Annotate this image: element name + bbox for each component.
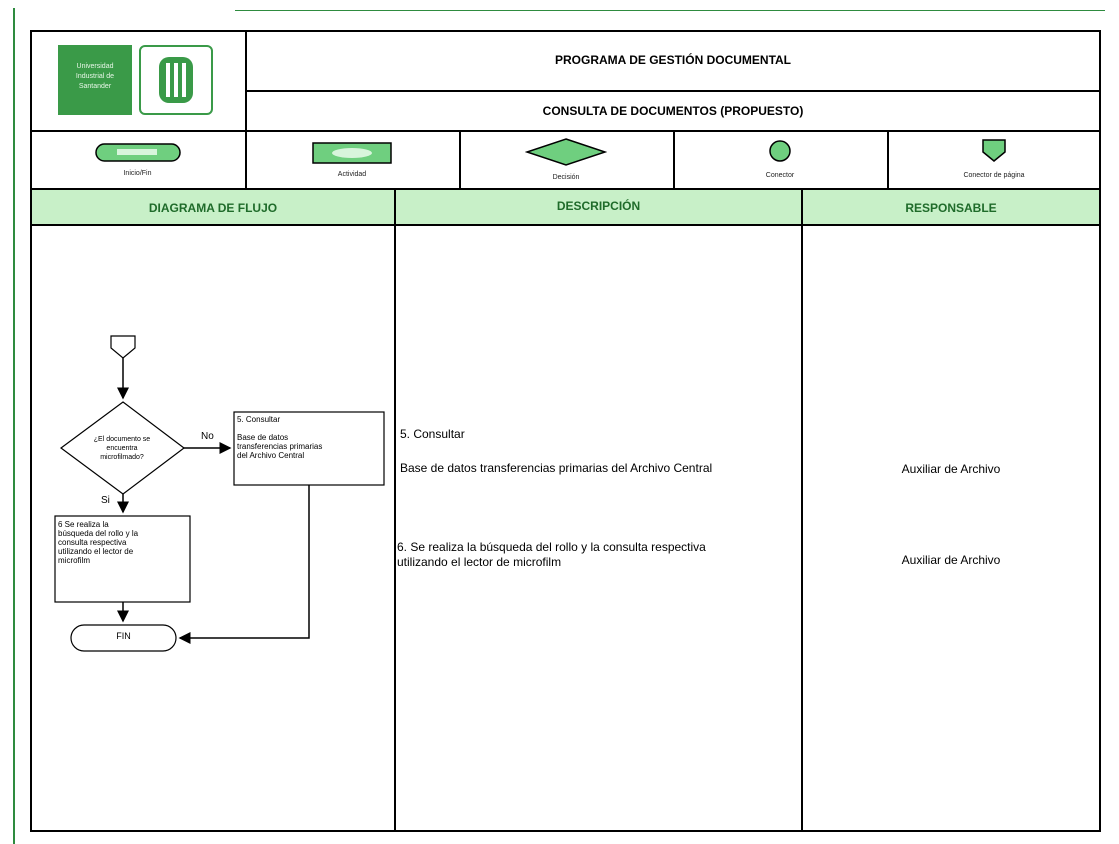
logo-text-2: Industrial de [75,73,115,80]
no-label: No [201,431,214,442]
activity-5-line-5: del Archivo Central [237,451,305,460]
legend-label-page-connector: Conector de página [963,172,1025,179]
decision-line-2: encuentra [106,445,138,452]
uis-monogram-icon [159,57,193,103]
column-header-responsible: RESPONSABLE [905,201,997,215]
end-label: FIN [116,631,131,641]
column-header-band [32,190,1099,224]
column-header-flow: DIAGRAMA DE FLUJO [148,201,278,215]
activity-5-line-3: Base de datos [237,433,289,442]
decision-line-1: ¿El documento se [93,436,151,443]
flowchart-canvas [54,335,385,652]
terminator-shape-icon [95,143,181,162]
page-title: PROGRAMA DE GESTIÓN DOCUMENTAL [555,53,791,67]
activity-5-line-4: transferencias primarias [237,442,323,451]
header-divider [245,90,1101,92]
legend-bottom [30,188,1101,190]
logo-text-box: Universidad Industrial de Santander [58,45,132,115]
university-logo: Universidad Industrial de Santander [58,45,214,115]
legend-connector: Conector [673,130,887,188]
legend-decision: Decisión [459,130,673,188]
header-bottom [30,130,1101,132]
column-header-bottom [30,224,1101,226]
flow-activity-5 [233,411,385,486]
connector-shape-icon [769,140,791,162]
legend-div-2 [459,130,461,189]
decision-shape-icon [525,138,607,166]
legend-label-start-end: Inicio/Fin [123,170,152,177]
flow-activity-6 [54,515,191,603]
activity-shape-icon [312,142,392,164]
legend-div-4 [887,130,889,189]
activity-6-line-3: consulta respectiva [58,538,127,547]
column-divider-2 [801,188,803,832]
logo-text-3: Santander [78,83,112,90]
activity-5-line-1: 5. Consultar [237,415,281,424]
column-header-description: DESCRIPCIÓN [556,199,641,213]
page-top-rule [235,10,1105,11]
description-step5-text: Base de datos transferencias primarias d… [400,461,713,475]
legend-activity: Actividad [245,130,459,188]
decision-line-3: microfilmado? [100,454,144,461]
page-connector-shape-icon [982,139,1006,162]
yes-label: Si [101,495,110,506]
page-left-border [13,8,15,844]
activity-6-line-5: microfilm [58,556,90,565]
page-subtitle: CONSULTA DE DOCUMENTOS (PROPUESTO) [542,104,804,118]
activity-5-line-2 [237,424,383,433]
legend-label-connector: Conector [765,172,795,179]
activity-5-text: 5. Consultar Base de datos transferencia… [237,415,383,460]
flow-arrow-5-end [178,485,310,644]
description-step6-line-1: 6. Se realiza la búsqueda del rollo y la… [397,540,706,554]
decision-text: ¿El documento se encuentra microfilmado? [62,435,182,462]
legend-page-connector: Conector de página [887,130,1101,188]
activity-6-line-1: 6 Se realiza la [58,520,109,529]
legend-div-1 [245,130,247,189]
legend-terminator: Inicio/Fin [30,130,245,188]
flow-page-connector [110,335,136,359]
flow-end-terminator [70,624,177,652]
description-step6-line-2: utilizando el lector de microfilm [397,555,562,569]
legend-div-3 [673,130,675,189]
logo-divider [245,30,247,131]
activity-6-line-2: búsqueda del rollo y la [58,529,139,538]
logo-text-1: Universidad [76,63,114,70]
activity-6-line-4: utilizando el lector de [58,547,134,556]
responsible-step6: Auxiliar de Archivo [901,553,1001,567]
legend-label-decision: Decisión [552,174,580,181]
legend-label-activity: Actividad [337,171,367,178]
column-divider-1 [394,188,396,832]
responsible-step5: Auxiliar de Archivo [901,462,1001,476]
logo-monogram-box [139,45,213,115]
description-step5-title: 5. Consultar [400,427,465,441]
activity-6-text: 6 Se realiza la búsqueda del rollo y la … [58,520,190,565]
